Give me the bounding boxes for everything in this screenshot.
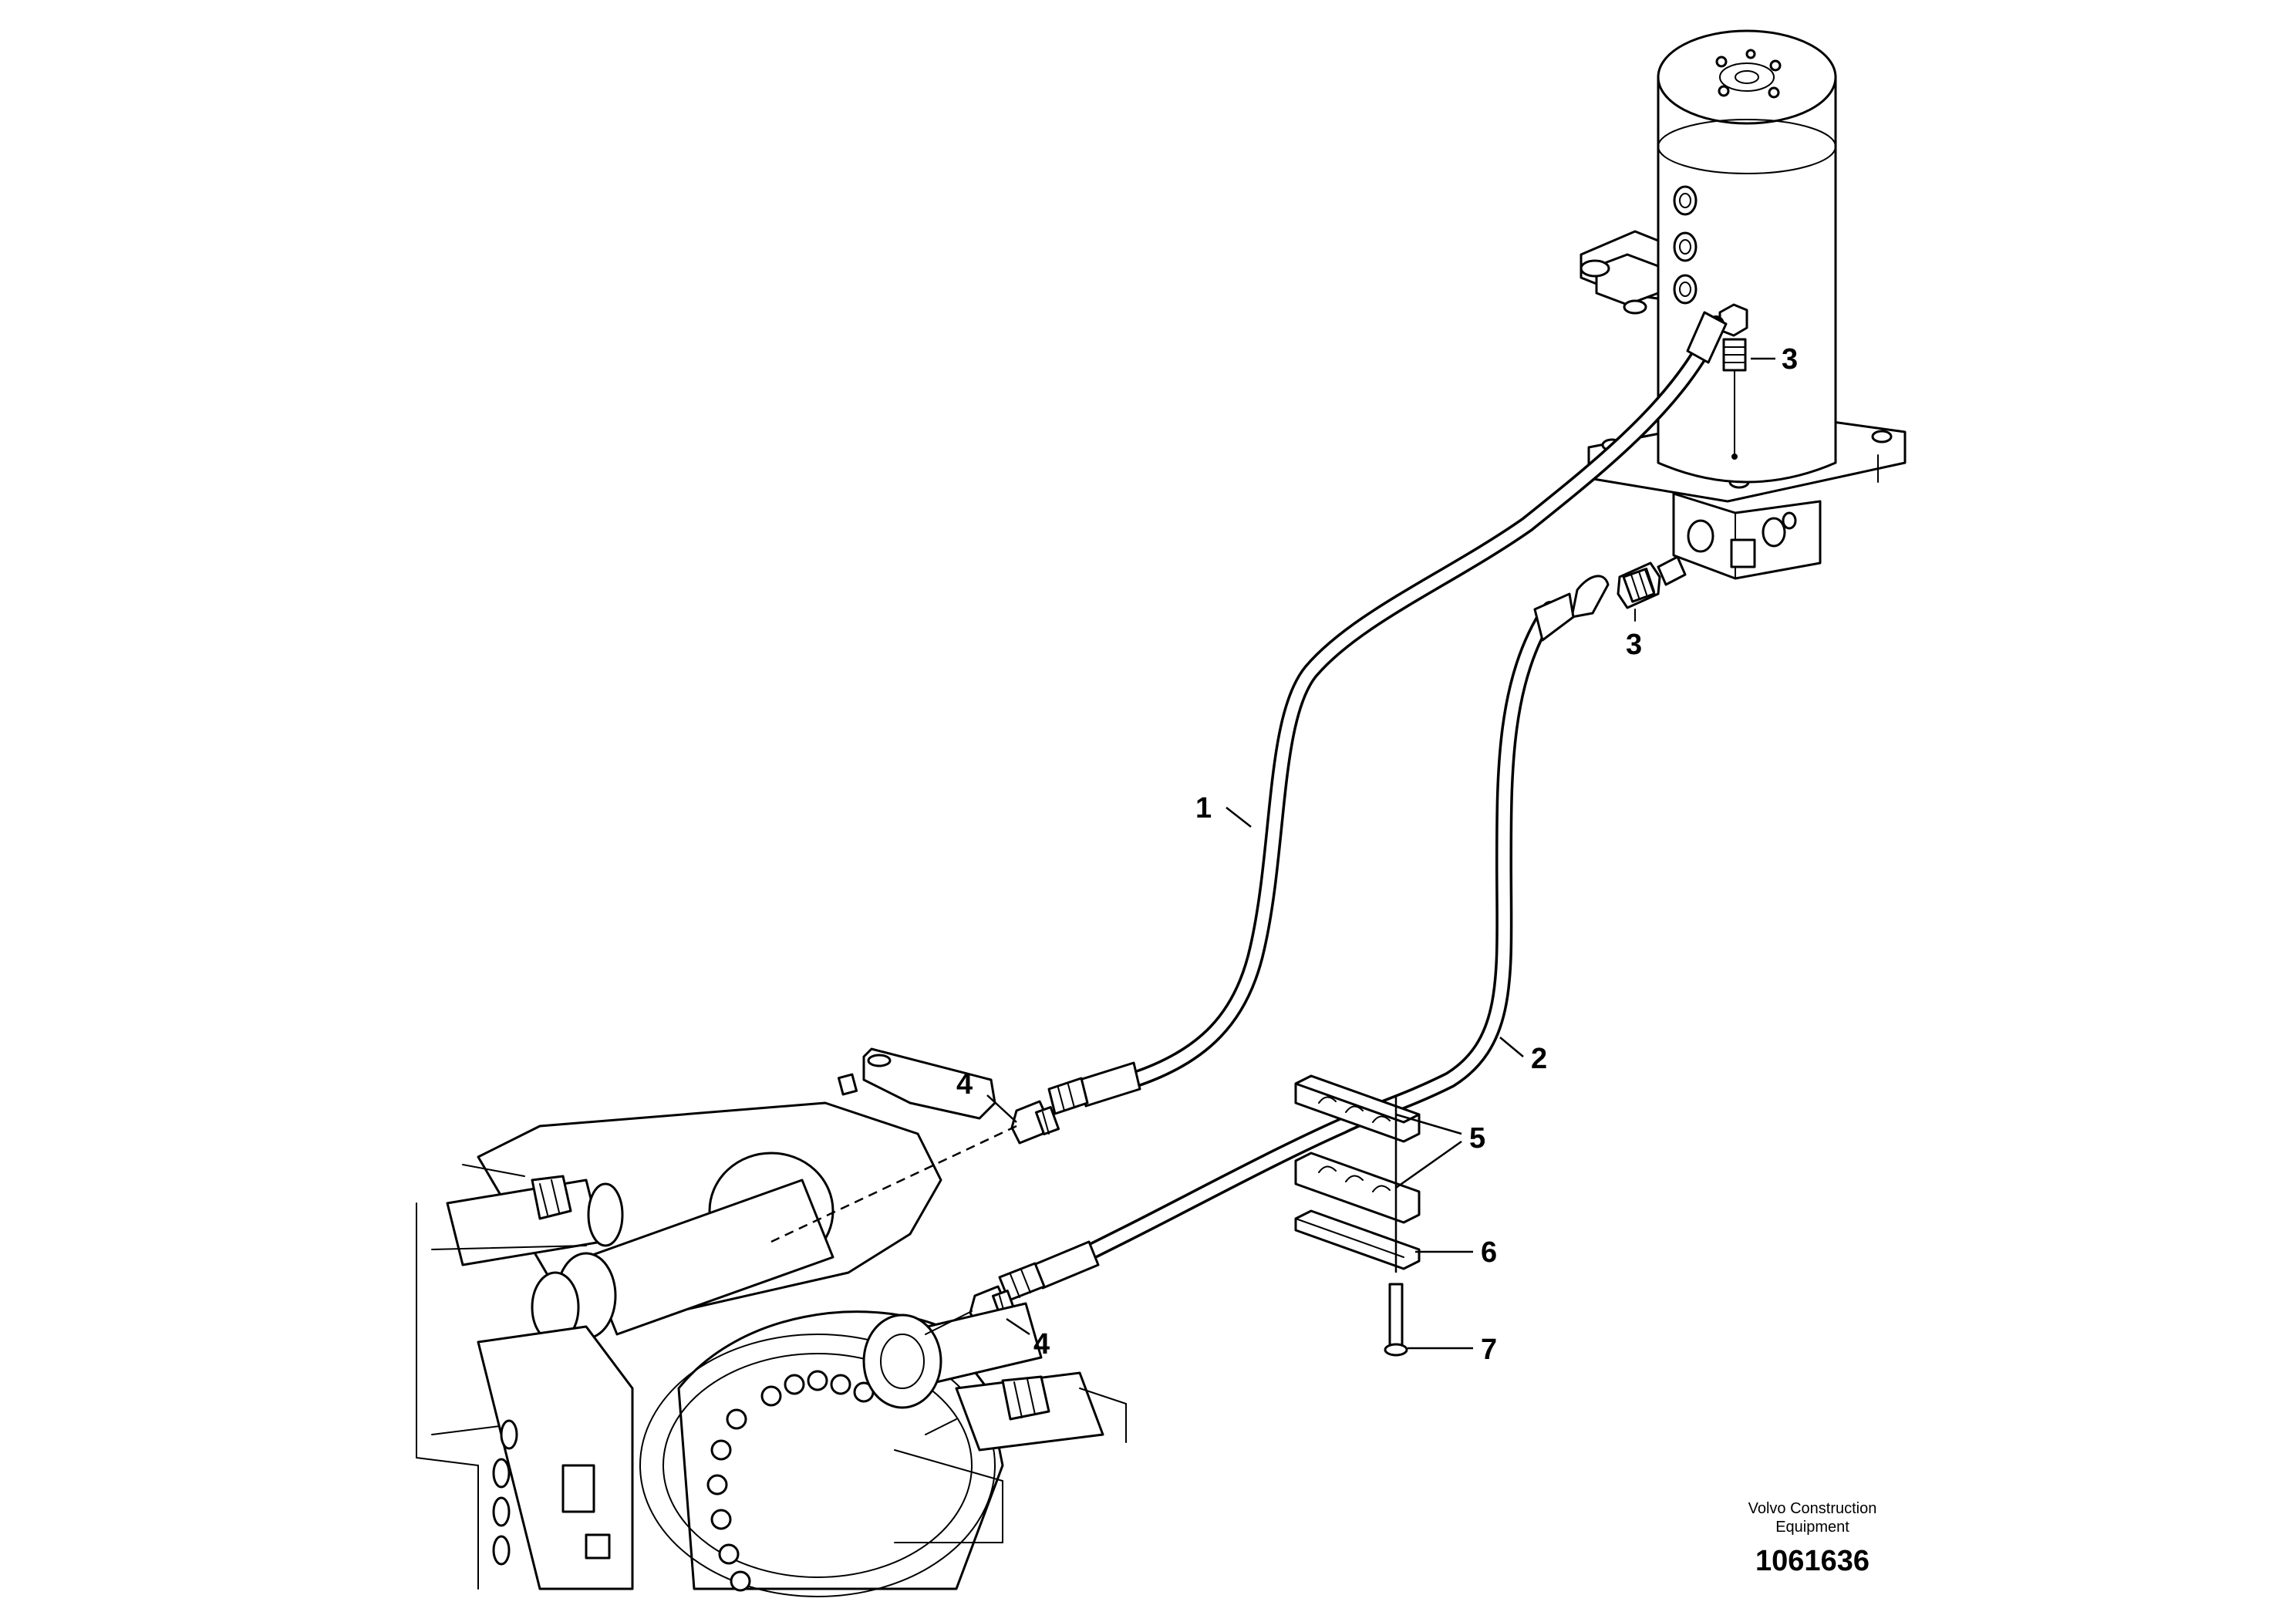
- fitting-3-lower: [1617, 555, 1687, 622]
- clamp-upper-half: [1294, 1074, 1421, 1143]
- callout-leaders: [986, 357, 1775, 1350]
- callout-4-upper: 4: [956, 1068, 973, 1101]
- flange-bolts: [706, 1370, 875, 1592]
- callout-6: 6: [1481, 1236, 1497, 1269]
- brand-line-1: Volvo Construction: [1748, 1500, 1877, 1517]
- callout-4-lower: 4: [1033, 1328, 1050, 1361]
- hose-2: [998, 575, 1610, 1302]
- clamp-lower-half: [1294, 1152, 1421, 1224]
- callout-3-upper: 3: [1782, 343, 1798, 376]
- clamp-plate: [1294, 1209, 1421, 1270]
- axle-assembly: [416, 1047, 1127, 1597]
- fitting-4-lower-centerline: [925, 1310, 973, 1335]
- callout-2: 2: [1531, 1043, 1547, 1075]
- callout-5: 5: [1469, 1122, 1485, 1155]
- brand-line-2: Equipment: [1775, 1519, 1849, 1536]
- document-number: 1061636: [1755, 1545, 1870, 1577]
- clamp-bolt: [1384, 1095, 1408, 1357]
- fitting-4-upper: [1010, 1100, 1060, 1145]
- callout-1: 1: [1195, 792, 1212, 824]
- swivel-joint: [1580, 29, 1907, 580]
- callout-3-lower: 3: [1626, 629, 1642, 661]
- hose-1: [1047, 311, 1728, 1115]
- callout-7: 7: [1481, 1334, 1497, 1366]
